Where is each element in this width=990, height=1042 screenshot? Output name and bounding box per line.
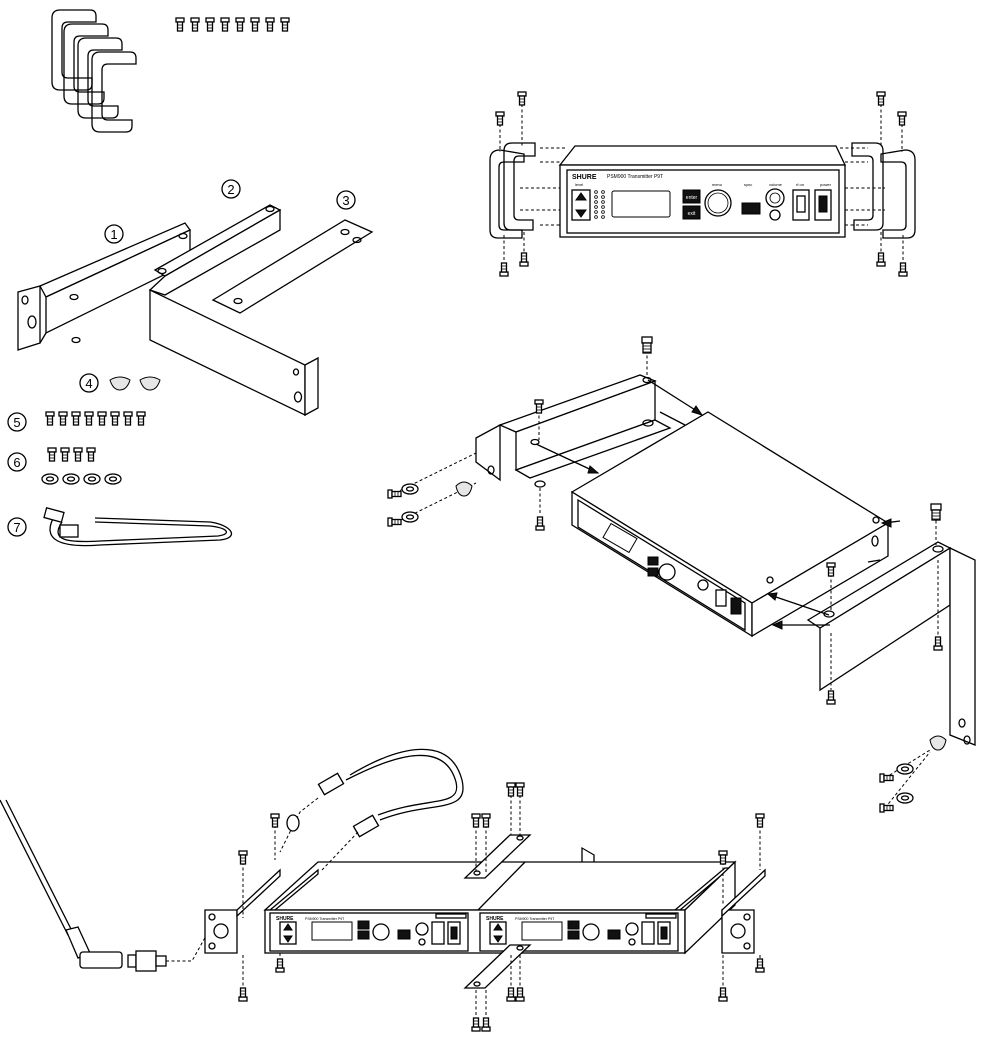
callout-6: 6 — [7, 452, 27, 472]
antenna-cable — [279, 748, 464, 871]
bracket-1 — [17, 222, 191, 351]
dual-unit-left: SHURE PSM900 Transmitter P9T — [269, 912, 469, 952]
half-rack-arrows — [535, 379, 901, 630]
transmitter-unit-handles: SHURE PSM900 Transmitter P9T level menu … — [558, 145, 847, 238]
callout-2: 2 — [221, 179, 241, 199]
svg-text:2: 2 — [227, 182, 234, 197]
half-rack-dash-guides — [394, 350, 939, 809]
svg-text:6: 6 — [13, 455, 20, 470]
callout-3: 3 — [336, 190, 356, 210]
svg-text:level: level — [575, 182, 583, 187]
dual-rack-ears — [204, 868, 766, 954]
svg-text:4: 4 — [85, 376, 92, 391]
svg-text:7: 7 — [13, 520, 20, 535]
svg-text:exit: exit — [688, 211, 696, 217]
screws-washers-6 — [41, 447, 122, 485]
handles-attached — [489, 142, 916, 239]
svg-text:3: 3 — [342, 193, 349, 208]
level-meter-leds — [594, 190, 605, 219]
svg-text:1: 1 — [110, 227, 117, 242]
callout-1: 1 — [104, 224, 124, 244]
antenna — [0, 799, 233, 972]
svg-text:volume: volume — [769, 182, 783, 187]
joining-plates — [463, 834, 532, 989]
svg-text:5: 5 — [13, 415, 20, 430]
handle-screws-row — [175, 17, 290, 32]
svg-text:PSM900 Transmitter P9T: PSM900 Transmitter P9T — [607, 174, 663, 180]
bracket-2 — [148, 204, 319, 417]
svg-text:rf on: rf on — [796, 182, 804, 187]
handle-dash-guides — [499, 104, 904, 262]
svg-text:PSM900 Transmitter P9T: PSM900 Transmitter P9T — [305, 917, 345, 921]
svg-text:SHURE: SHURE — [486, 916, 504, 922]
svg-text:PSM900 Transmitter P9T: PSM900 Transmitter P9T — [515, 917, 555, 921]
rack-handles — [51, 9, 137, 133]
svg-text:sync: sync — [744, 182, 752, 187]
svg-text:SHURE: SHURE — [276, 916, 294, 922]
callout-5: 5 — [7, 412, 27, 432]
svg-text:menu: menu — [712, 182, 722, 187]
half-rack-hardware — [387, 336, 943, 813]
svg-text:SHURE: SHURE — [572, 174, 597, 181]
dual-unit-right: SHURE PSM900 Transmitter P9T — [479, 912, 679, 952]
bracket-3 — [211, 219, 374, 314]
half-rack-assembly — [475, 374, 976, 878]
svg-text:enter: enter — [686, 195, 698, 201]
svg-text:power: power — [820, 182, 832, 187]
cable-7 — [43, 507, 233, 547]
plugs-4 — [109, 376, 161, 391]
screws-5 — [45, 411, 146, 426]
callout-4: 4 — [79, 373, 99, 393]
dual-rack-dash-guides — [242, 795, 761, 1020]
callout-7: 7 — [7, 517, 27, 537]
